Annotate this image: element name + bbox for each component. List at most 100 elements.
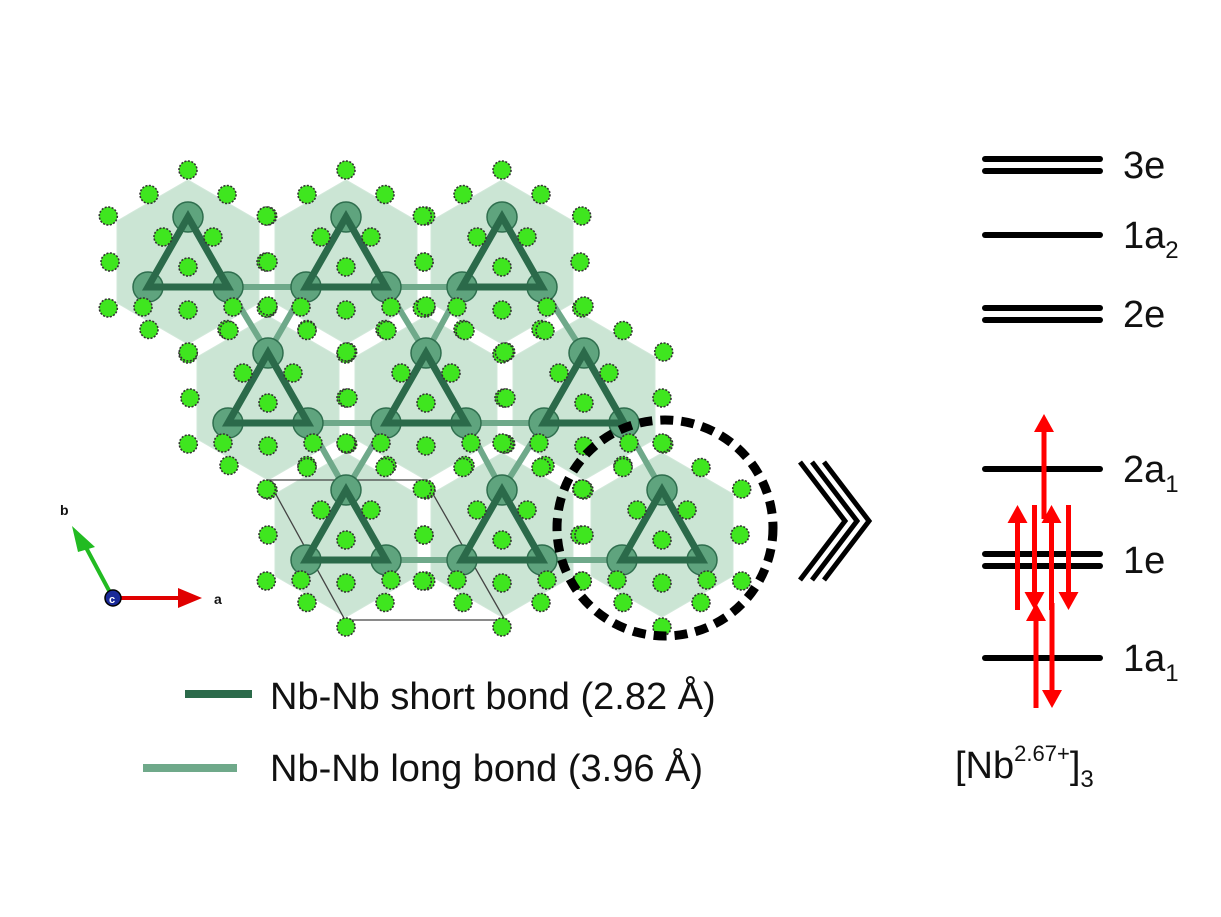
highlight-circle: [552, 415, 778, 641]
halide-atom: [571, 206, 592, 226]
halide-atom: [291, 570, 311, 590]
cluster-prefix: [Nb: [955, 745, 1014, 787]
halide-atom: [570, 252, 590, 272]
halide-atom: [336, 160, 356, 180]
halide-atom: [375, 457, 395, 478]
halide-atom: [217, 184, 237, 205]
halide-atom: [256, 479, 277, 499]
halide-atom: [338, 388, 358, 408]
halide-atom: [496, 388, 516, 408]
halide-atom: [461, 433, 481, 453]
halide-atom: [492, 300, 512, 320]
halide-atom: [453, 457, 473, 478]
halide-atom: [258, 393, 278, 413]
level-subscript: 1: [1165, 660, 1178, 687]
electron-spin-up-head: [1026, 603, 1046, 621]
cluster-count: 3: [1080, 766, 1093, 793]
electron-spin-down-head: [1024, 592, 1045, 610]
halide-atom: [447, 570, 467, 590]
level-symbol: 2a: [1123, 449, 1166, 491]
energy-level-label: 1a1: [1123, 638, 1179, 687]
halide-atom: [492, 160, 512, 180]
halide-atom: [297, 457, 317, 478]
energy-level-label: 2e: [1123, 294, 1165, 336]
halide-atom: [178, 160, 198, 180]
halide-atom: [517, 500, 537, 520]
halide-atom: [303, 433, 323, 453]
axes-indicator: b c a: [60, 502, 222, 608]
halide-atom: [691, 457, 711, 478]
short-bond-triangle: [299, 209, 393, 291]
halide-atom: [178, 434, 199, 454]
halide-atom: [467, 500, 487, 520]
halide-atom: [535, 320, 555, 341]
halide-atom: [336, 257, 356, 277]
halide-atom: [391, 363, 411, 383]
halide-atom: [416, 436, 436, 456]
short-bond-triangle: [455, 209, 549, 291]
short-bond-triangle: [379, 345, 473, 427]
halide-atom: [412, 479, 433, 499]
halide-atom: [219, 320, 239, 341]
halide-atom: [153, 227, 173, 247]
crystal-structure: [98, 160, 778, 641]
halide-atom: [412, 571, 433, 591]
halide-atom: [178, 300, 198, 320]
halide-atom: [652, 573, 672, 593]
halide-atom: [416, 296, 436, 316]
halide-atom: [361, 500, 381, 520]
halide-atom: [297, 184, 317, 205]
halide-atom: [336, 530, 356, 550]
halide-atom: [467, 227, 487, 247]
halide-atom: [531, 592, 551, 613]
halide-atom: [492, 617, 512, 637]
halide-atom: [98, 298, 119, 318]
halide-atom: [213, 433, 233, 453]
halide-atom: [537, 570, 557, 590]
energy-level-label: 3e: [1123, 145, 1165, 187]
halide-atom: [311, 227, 331, 247]
halide-atom: [531, 457, 551, 478]
energy-level-label: 1e: [1123, 540, 1165, 582]
halide-atom: [291, 297, 311, 317]
level-symbol: 1e: [1123, 540, 1165, 582]
halide-atom: [258, 296, 278, 316]
halide-atom: [574, 525, 594, 545]
halide-atom: [494, 342, 515, 362]
short-bond-triangle: [141, 209, 235, 291]
halide-atom: [336, 300, 356, 320]
halide-atom: [297, 320, 317, 341]
halide-atom: [574, 393, 594, 413]
halide-atom: [336, 617, 356, 637]
halide-atom: [652, 388, 672, 408]
halide-atom: [492, 573, 512, 593]
short-bond-triangle: [221, 345, 315, 427]
level-symbol: 2e: [1123, 294, 1165, 336]
halide-atom: [731, 479, 752, 499]
halide-atom: [336, 342, 357, 362]
halide-atom: [453, 184, 473, 205]
axis-label-b: b: [60, 502, 69, 518]
halide-atom: [492, 530, 512, 550]
halide-atom: [178, 342, 199, 362]
halide-atom: [414, 525, 434, 545]
halide-atom: [453, 592, 473, 613]
halide-atom: [599, 363, 619, 383]
halide-atom: [361, 227, 381, 247]
halide-atoms-layer: [98, 160, 752, 637]
energy-level-label: 1a2: [1123, 215, 1179, 264]
halide-atom: [492, 257, 512, 277]
cluster-charge: 2.67+: [1014, 741, 1070, 766]
level-symbol: 1a: [1123, 638, 1166, 680]
halide-atom: [100, 252, 120, 272]
halide-atom: [572, 479, 593, 499]
chevron-arrow-icon: [798, 460, 873, 582]
halide-atom: [517, 227, 537, 247]
halide-atom: [441, 363, 461, 383]
halide-atom: [381, 570, 401, 590]
halide-atom: [412, 206, 433, 226]
halide-atom: [223, 297, 243, 317]
electron-spin-up-head: [1007, 505, 1028, 523]
level-symbol: 3e: [1123, 145, 1165, 187]
